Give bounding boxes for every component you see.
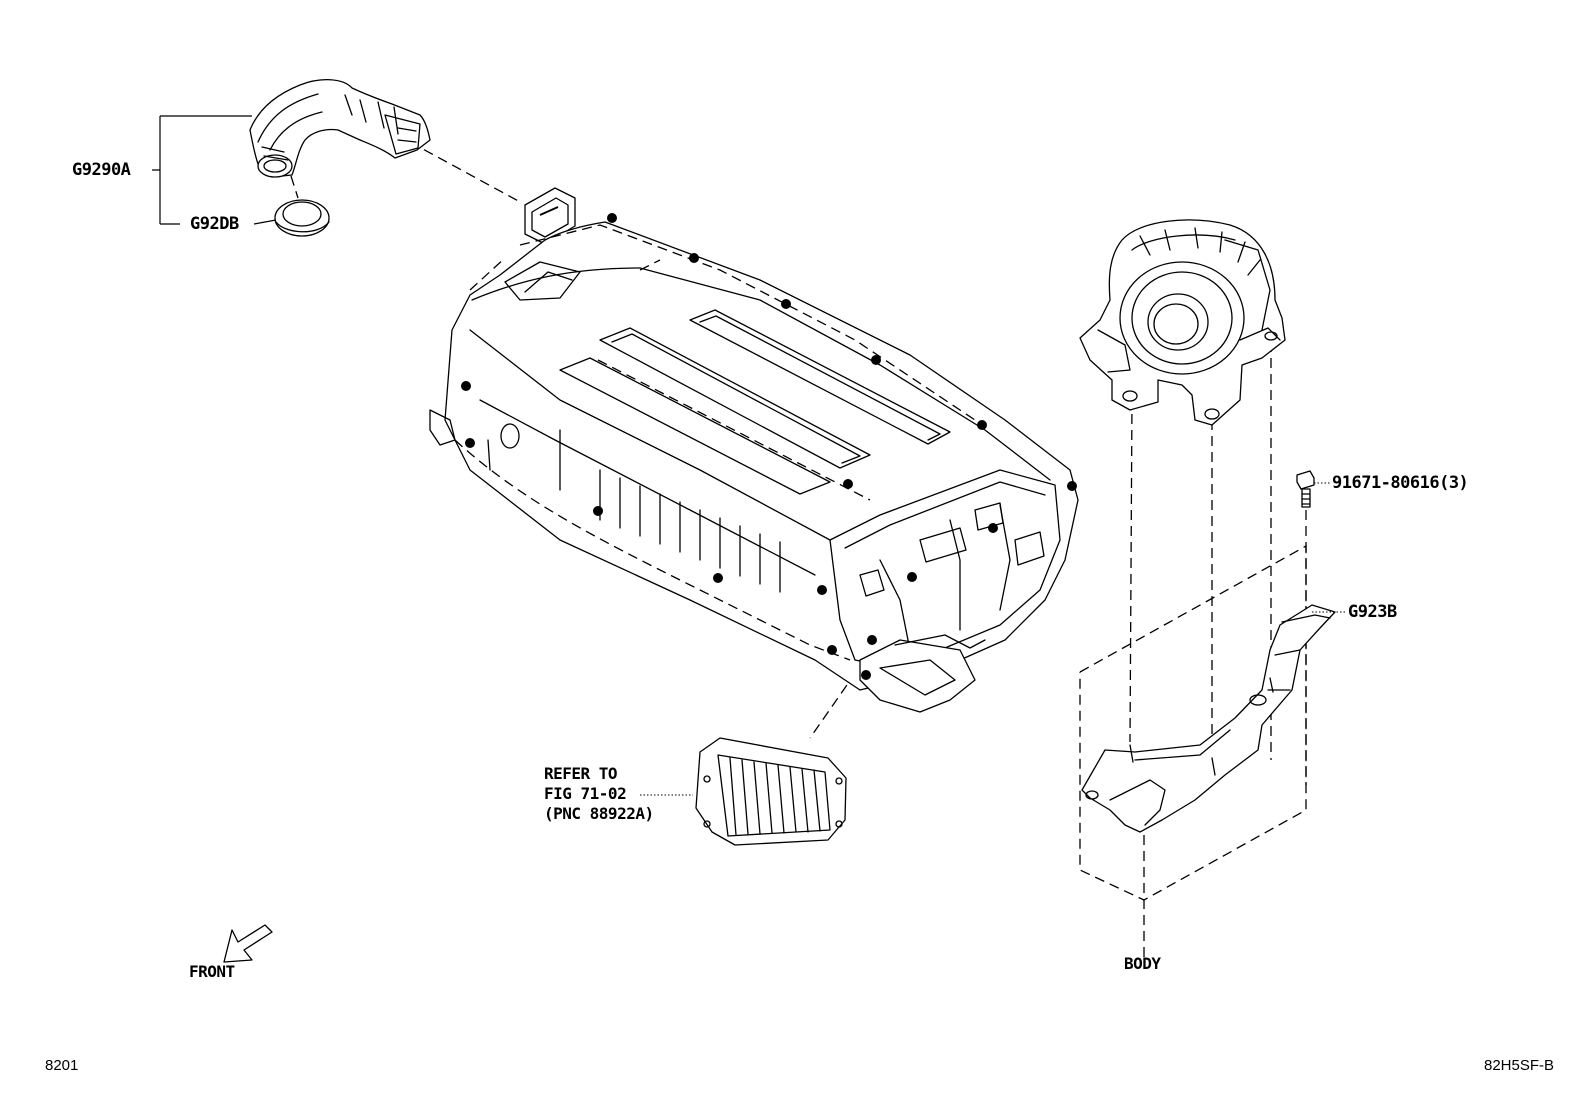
page-code: 8201 [45, 1057, 79, 1074]
leader-lines [152, 115, 1345, 796]
callout-body: BODY [1124, 954, 1161, 973]
refer-line-2: FIG 71-02 [544, 784, 627, 803]
bracket-part [1081, 604, 1336, 833]
callout-G923B: G923B [1348, 602, 1397, 622]
callout-G9290A: G9290A [72, 160, 131, 180]
battery-pack-part [429, 187, 1079, 713]
refer-line-1: REFER TO [544, 764, 618, 783]
filter-part [695, 737, 847, 846]
bolt-part [1296, 470, 1315, 508]
seal-ring-part [274, 199, 330, 237]
front-label: FRONT [189, 962, 235, 981]
figure-code: 82H5SF-B [1484, 1057, 1555, 1074]
blower-fan-part [1079, 219, 1286, 426]
callout-bolt-91671-80616: 91671-80616(3) [1332, 473, 1469, 493]
refer-line-3: (PNC 88922A) [544, 804, 654, 823]
front-arrow-icon [223, 924, 273, 963]
hose-duct-part [249, 79, 431, 178]
callout-G92DB: G92DB [190, 214, 239, 234]
guide-lines [290, 141, 1307, 960]
